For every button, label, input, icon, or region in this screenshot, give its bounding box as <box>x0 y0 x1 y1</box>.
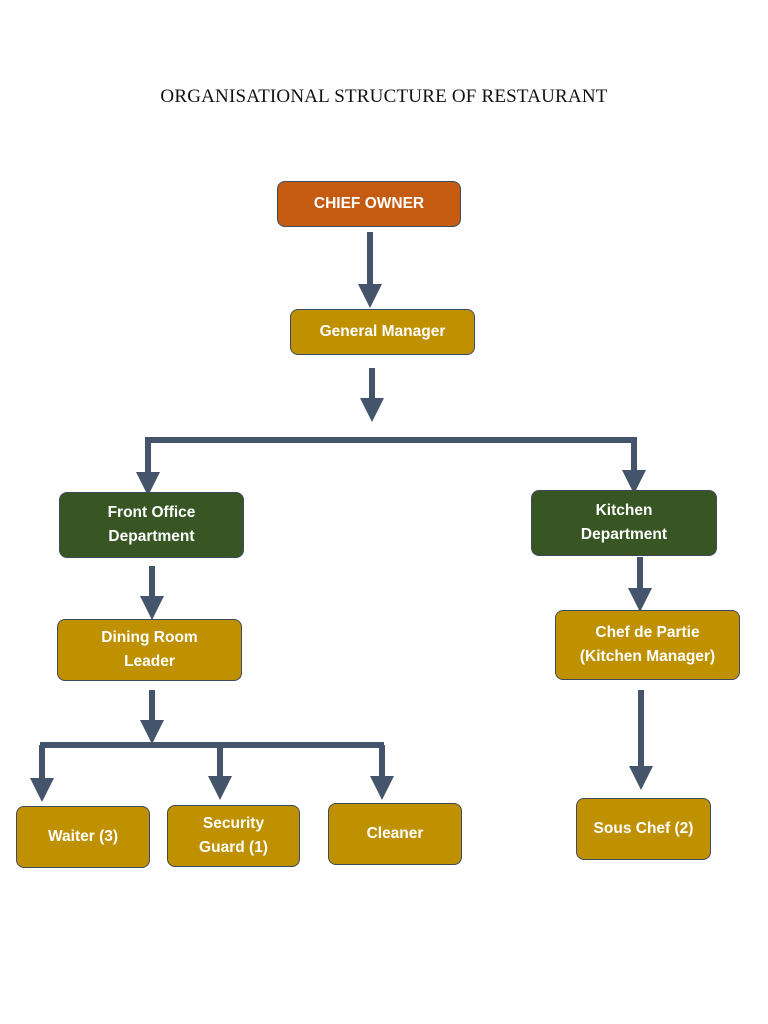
node-cleaner: Cleaner <box>328 803 462 865</box>
node-front-office-department: Front Office Department <box>59 492 244 558</box>
node-label-line2: Department <box>580 526 668 543</box>
node-label: Cleaner <box>366 825 424 842</box>
node-label-line2: Guard (1) <box>199 839 268 856</box>
node-label-line1: Dining Room <box>101 629 198 646</box>
node-general-manager: General Manager <box>290 309 475 355</box>
node-label: Waiter (3) <box>47 828 119 845</box>
node-security-guard: Security Guard (1) <box>167 805 300 867</box>
branch-departments <box>145 437 637 482</box>
node-chief-owner: CHIEF OWNER <box>277 181 461 227</box>
node-label-line2: Leader <box>124 653 175 670</box>
node-label-line1: Kitchen <box>595 502 653 519</box>
node-sous-chef: Sous Chef (2) <box>576 798 711 860</box>
node-label-line2: (Kitchen Manager) <box>579 648 716 665</box>
node-label: General Manager <box>319 323 446 340</box>
node-label-line1: Front Office <box>107 504 196 521</box>
node-kitchen-department: Kitchen Department <box>531 490 717 556</box>
node-label: CHIEF OWNER <box>313 195 425 212</box>
node-waiter: Waiter (3) <box>16 806 150 868</box>
node-label-line1: Chef de Partie <box>595 624 700 641</box>
node-chef-de-partie: Chef de Partie (Kitchen Manager) <box>555 610 740 680</box>
node-label-line2: Department <box>108 528 195 545</box>
node-label: Sous Chef (2) <box>593 820 694 837</box>
chart-title: ORGANISATIONAL STRUCTURE OF RESTAURANT <box>160 86 608 107</box>
node-dining-room-leader: Dining Room Leader <box>57 619 242 681</box>
node-label-line1: Security <box>202 815 265 832</box>
